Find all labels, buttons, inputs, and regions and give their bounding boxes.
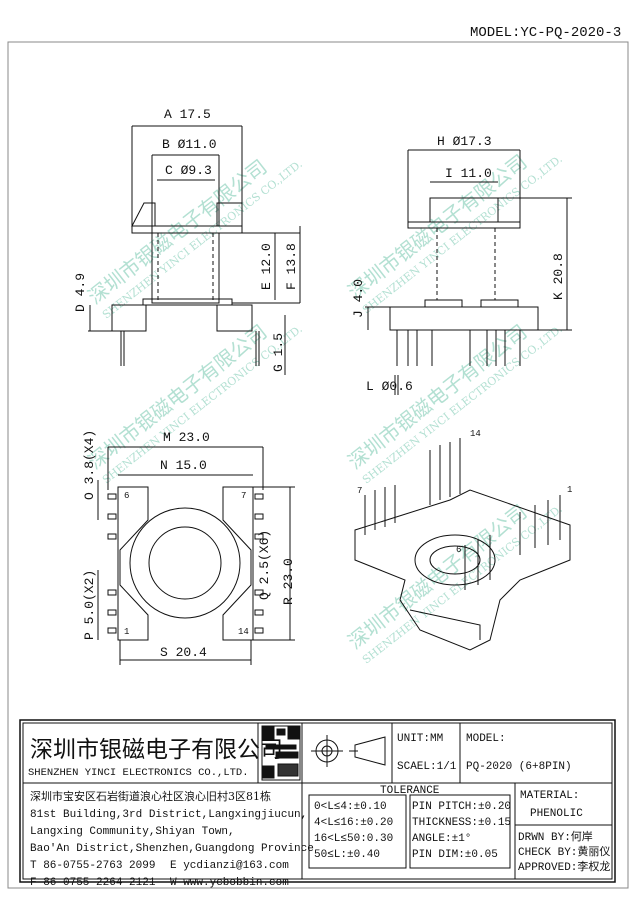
projection-symbol-icon [311, 735, 386, 767]
dim-a: A 17.5 [164, 107, 211, 122]
approved-by: APPROVED:李权龙 [518, 859, 610, 874]
model-value: PQ-2020 (6+8PIN) [466, 761, 572, 773]
qr-code-icon [261, 725, 301, 781]
dim-g: G 1.5 [271, 333, 286, 372]
scale: SCAEL:1/1 [397, 761, 457, 773]
pin-label: 7 [241, 491, 246, 501]
drawing-model-code: MODEL:YC-PQ-2020-3 [470, 25, 621, 41]
fax: F 86-0755-2264 2121 [30, 877, 156, 889]
dim-f: F 13.8 [284, 243, 299, 290]
dim-d: D 4.9 [73, 273, 88, 312]
tolerance-right: PIN PITCH:±0.20 [412, 801, 511, 813]
address-line: 81st Building,3rd District,Langxingjiucu… [30, 809, 307, 821]
watermark-en: SHENZHEN YINCI ELECTRONICS CO.,LTD. [360, 322, 565, 486]
pin-label: 6 [124, 491, 129, 501]
model-label: MODEL: [466, 733, 506, 745]
tolerance-title: TOLERANCE [380, 785, 440, 797]
drawing-frame [7, 41, 629, 889]
company-name-en: SHENZHEN YINCI ELECTRONICS CO.,LTD. [28, 767, 249, 779]
isometric-view: 7 14 1 6 [354, 429, 572, 651]
address-line: 深圳市宝安区石岩街道浪心社区浪心旧村3区81栋 [30, 789, 271, 803]
website-link[interactable]: W www.ycbobbin.com [170, 877, 289, 889]
tolerance-right: ANGLE:±1° [412, 833, 471, 845]
bottom-view: M 23.0 N 15.0 O 3.8(X4) P 5.0(X2) Q 2.5(… [82, 430, 296, 665]
phone: T 86-0755-2763 2099 [30, 860, 155, 872]
dim-o: O 3.8(X4) [82, 430, 97, 500]
unit: UNIT:MM [397, 733, 443, 745]
front-view: A 17.5 B Ø11.0 C Ø9.3 D 4.9 E 12.0 F 13.… [73, 107, 301, 375]
iso-pins [364, 438, 561, 590]
tolerance-left: 0<L≤4:±0.10 [314, 801, 387, 813]
dim-i: I 11.0 [445, 166, 492, 181]
tolerance-right: PIN DIM:±0.05 [412, 849, 498, 861]
pin-label: 6 [456, 545, 461, 555]
dim-s: S 20.4 [160, 645, 207, 660]
side-pins [396, 330, 521, 366]
address-line: Bao'An District,Shenzhen,Guangdong Provi… [30, 843, 314, 855]
company-name-cn: 深圳市银磁电子有限公司 [30, 737, 283, 763]
dim-c: C Ø9.3 [165, 163, 212, 178]
watermark-en: SHENZHEN YINCI ELECTRONICS CO.,LTD. [100, 157, 305, 321]
dim-m: M 23.0 [163, 430, 210, 445]
pin-label: 7 [357, 486, 362, 496]
email-link[interactable]: E ycdianzi@163.com [170, 860, 289, 872]
pin-label: 14 [238, 627, 249, 637]
title-block [19, 719, 616, 883]
watermark-cn: 深圳市银磁电子有限公司 [83, 320, 271, 474]
drawn-by: DRWN BY:何岸 [518, 830, 593, 844]
tolerance-left: 16<L≤50:0.30 [314, 833, 393, 845]
pin-label: 14 [470, 429, 481, 439]
dim-b: B Ø11.0 [162, 137, 217, 152]
check-by: CHECK BY:黄丽仪 [518, 844, 610, 859]
bottom-pins [107, 493, 264, 634]
pin-label: 1 [124, 627, 129, 637]
dim-l: L Ø0.6 [366, 379, 413, 394]
material-label: MATERIAL: [520, 790, 579, 802]
dim-e: E 12.0 [259, 243, 274, 290]
watermark-cn: 深圳市银磁电子有限公司 [343, 320, 531, 474]
dim-q: Q 2.5(X6) [257, 530, 272, 600]
side-view: H Ø17.3 I 11.0 J 4.0 K 20.8 L Ø0.6 [351, 134, 572, 395]
dim-n: N 15.0 [160, 458, 207, 473]
pin-label: 1 [567, 485, 572, 495]
material-value: PHENOLIC [530, 808, 583, 820]
watermark-cn: 深圳市银磁电子有限公司 [343, 500, 531, 654]
tolerance-left: 50≤L:±0.40 [314, 849, 380, 861]
address-line: Langxing Community,Shiyan Town, [30, 826, 235, 838]
dim-p: P 5.0(X2) [82, 570, 97, 640]
dim-k: K 20.8 [551, 253, 566, 300]
dim-h: H Ø17.3 [437, 134, 492, 149]
tolerance-right: THICKNESS:±0.15 [412, 817, 511, 829]
tolerance-left: 4<L≤16:±0.20 [314, 817, 393, 829]
dim-j: J 4.0 [351, 279, 366, 318]
dim-r: R 23.0 [281, 558, 296, 605]
